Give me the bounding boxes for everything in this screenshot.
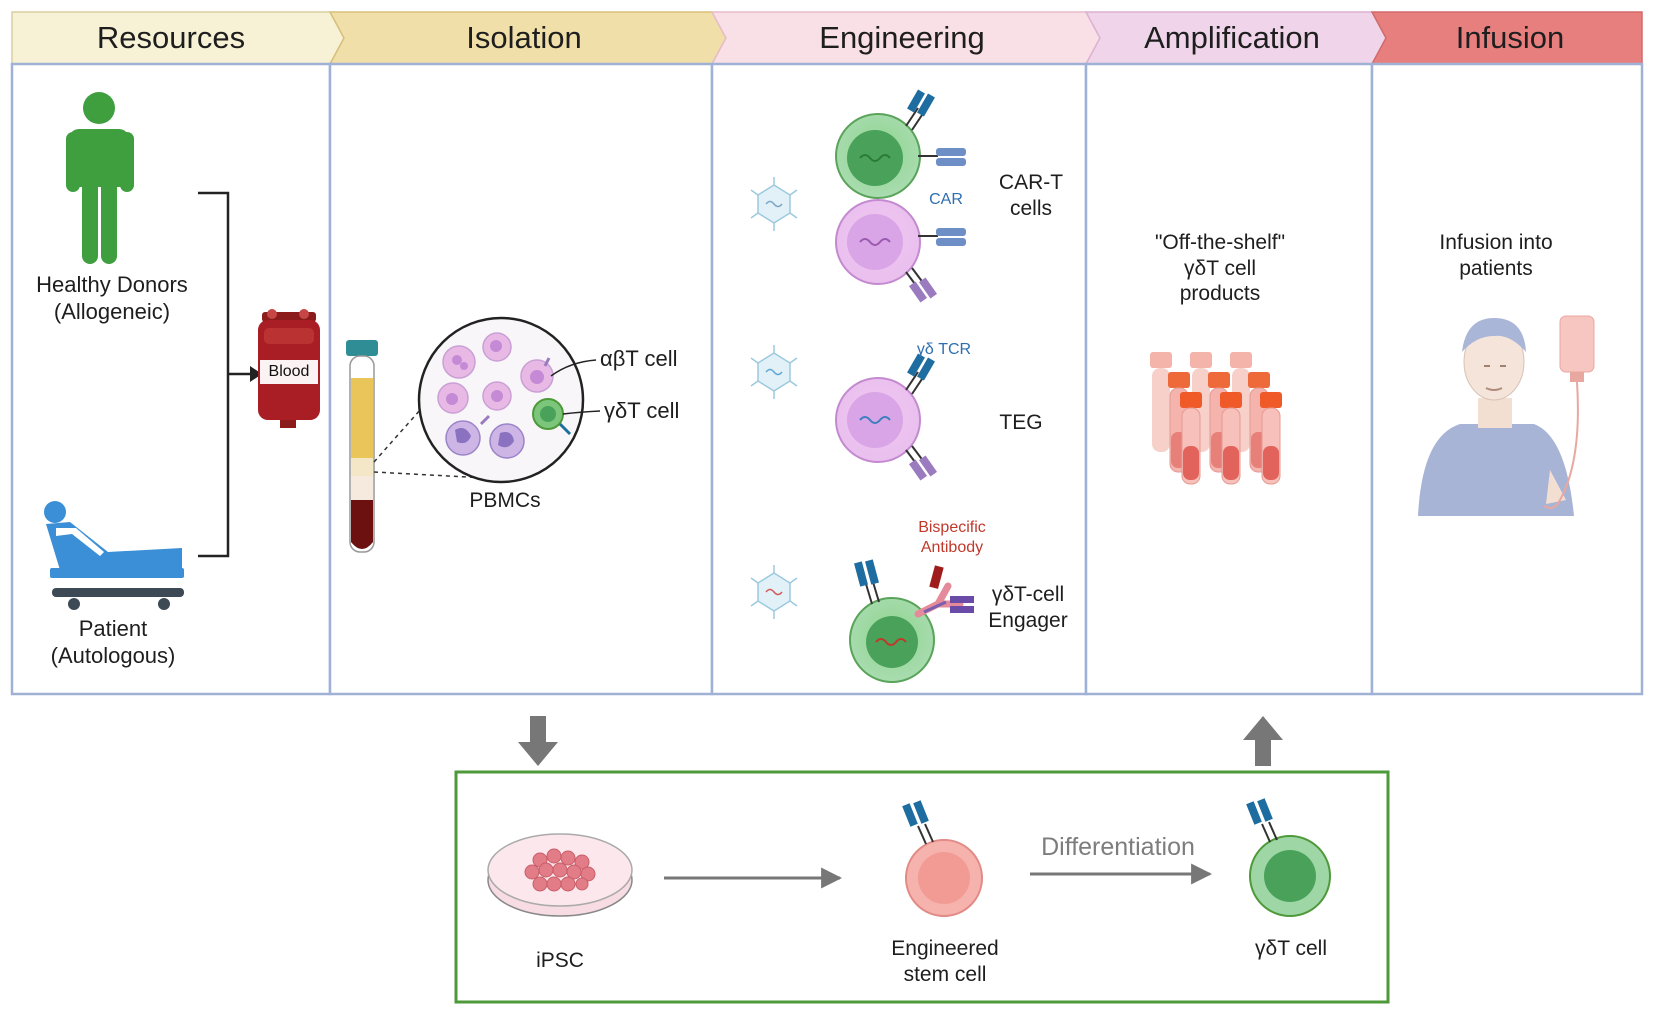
- down-arrow: [518, 716, 558, 766]
- header-isolation: Isolation: [466, 20, 582, 55]
- gd-tcr-label: γδ TCR: [916, 341, 972, 358]
- zoom-guide-lines: [373, 391, 487, 479]
- virus-icons: [750, 177, 798, 619]
- up-arrow: [1243, 716, 1283, 766]
- car-t-cells-label: CAR-T cells: [998, 171, 1064, 220]
- header-infusion: Infusion: [1455, 20, 1565, 55]
- pbmc-zoom-circle: [417, 316, 585, 484]
- cell-pointer-lines: [550, 359, 601, 415]
- differentiation-label: Differentiation: [1041, 833, 1195, 861]
- patient-bed-icon: [44, 501, 184, 610]
- ipsc-dish-icon: [487, 833, 633, 917]
- teg-label: TEG: [999, 411, 1043, 434]
- arrow-to-blood: [250, 366, 262, 382]
- stage-header-bar: [11, 11, 1643, 65]
- header-amplification: Amplification: [1144, 20, 1320, 55]
- panel-amplification: [1084, 62, 1374, 696]
- product-tubes-icon: [1150, 352, 1282, 485]
- blood-tube-icon: [346, 340, 378, 553]
- blood-label: Blood: [268, 363, 310, 380]
- header-resources: Resources: [96, 20, 246, 55]
- gd-t-cell-label: γδT cell: [604, 398, 680, 423]
- car-t-pink-cell: [835, 199, 966, 303]
- stage-panels: [10, 62, 1644, 696]
- off-the-shelf-label: "Off-the-shelf" γδT cell products: [1154, 231, 1286, 306]
- patient-label: Patient (Autologous): [50, 616, 176, 668]
- bispecific-antibody-label: Bispecific Antibody: [918, 519, 986, 556]
- ipsc-label: iPSC: [536, 949, 584, 972]
- car-t-green-cell: [835, 89, 966, 199]
- pbmc-label: PBMCs: [469, 489, 541, 512]
- resources-bracket: [198, 191, 252, 558]
- bispecific-antibody-icon: [914, 565, 974, 618]
- ab-t-cell-label: αβT cell: [600, 346, 678, 371]
- engineered-stem-cell-label: Engineered stem cell: [891, 937, 999, 986]
- infusion-label: Infusion into patients: [1439, 231, 1553, 280]
- engineered-stem-cell-icon: [902, 800, 983, 917]
- gd-t-cell-icon: [1246, 798, 1331, 917]
- healthy-donors-label: Healthy Donors (Allogeneic): [36, 272, 188, 324]
- gd-t-cell-result-label: γδT cell: [1255, 937, 1327, 960]
- teg-cell: [835, 353, 938, 481]
- gd-t-cell-engager-label: γδT-cell Engager: [988, 583, 1068, 632]
- engager-cell: [849, 559, 935, 683]
- blood-bag-icon: [258, 309, 320, 428]
- header-engineering: Engineering: [819, 20, 985, 55]
- car-label: CAR: [929, 191, 963, 208]
- infusion-patient-icon: [1418, 318, 1574, 516]
- iv-bag-icon: [1543, 315, 1595, 509]
- healthy-donor-icon: [66, 92, 134, 264]
